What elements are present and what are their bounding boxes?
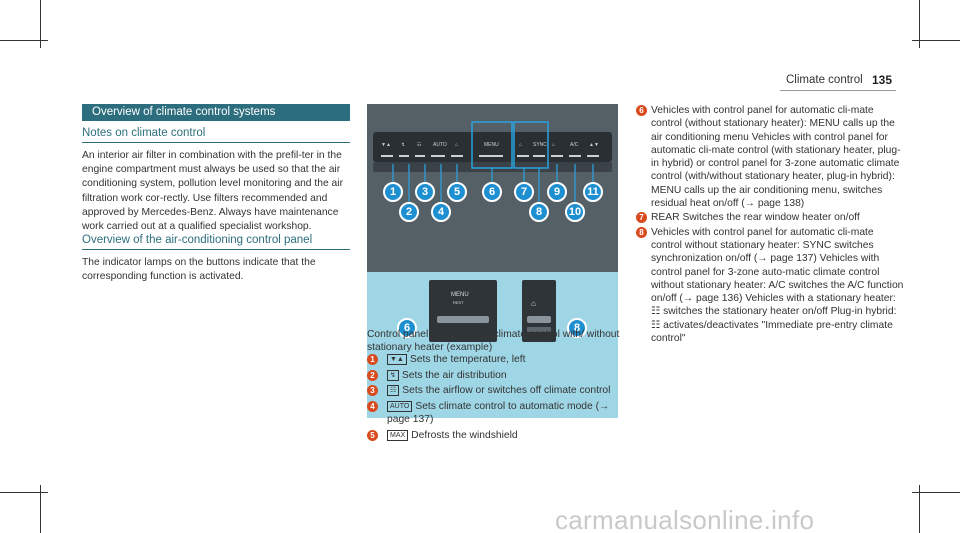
- callout-dot: 8: [636, 226, 647, 238]
- panel-heading: Overview of the air-conditioning control…: [82, 234, 313, 246]
- air-distribution-icon: ↯: [387, 369, 399, 381]
- running-header: Climate control: [786, 74, 863, 86]
- svg-text:SYNC: SYNC: [533, 142, 547, 148]
- svg-text:⌂: ⌂: [519, 142, 522, 148]
- callout-badge: 4: [431, 202, 451, 222]
- control-panel-figure: ▼▲ ↯ ☷ AUTO ⌂ MENU ⌂ SYNC ⌂ A/C ▲▼: [367, 104, 618, 418]
- legend-text: Vehicles with control panel for automati…: [651, 226, 904, 345]
- svg-text:AUTO: AUTO: [433, 142, 447, 148]
- menu-label: MENU: [451, 292, 469, 298]
- legend-text: Sets the airflow or switches off climate…: [402, 385, 611, 396]
- callout-dot: 5: [367, 429, 378, 441]
- panel-heading-rule: [82, 249, 350, 250]
- callout-dot: 2: [367, 369, 378, 381]
- callout-badge: 7: [514, 182, 534, 202]
- panel-paragraph: The indicator lamps on the buttons indic…: [82, 257, 316, 283]
- callout-badge: 5: [447, 182, 467, 202]
- defrost-icon: MAX: [387, 429, 409, 441]
- legend-text: Sets the temperature, left: [409, 354, 526, 365]
- crop-mark: [919, 0, 920, 48]
- legend-item: 8 Vehicles with control panel for automa…: [636, 226, 906, 346]
- control-panel-photo: ▼▲ ↯ ☷ AUTO ⌂ MENU ⌂ SYNC ⌂ A/C ▲▼: [367, 104, 618, 272]
- control-panel-detail: ⌂ MENU REST 6 8: [367, 272, 618, 418]
- crop-mark: [912, 492, 960, 493]
- crop-mark: [40, 485, 41, 533]
- notes-heading-rule: [82, 142, 350, 143]
- callout-badge: 8: [567, 318, 587, 338]
- legend-item: 3 ☷Sets the airflow or switches off clim…: [367, 384, 622, 398]
- legend-text: Vehicles with control panel for automati…: [651, 105, 901, 210]
- crop-mark: [919, 485, 920, 533]
- crop-mark: [0, 492, 48, 493]
- right-legend-list: 6 Vehicles with control panel for automa…: [636, 104, 906, 346]
- callout-badge: 6: [397, 318, 417, 338]
- svg-text:↯: ↯: [401, 142, 405, 148]
- legend-text: Sets the air distribution: [401, 369, 507, 381]
- crop-mark: [912, 40, 960, 41]
- notes-paragraph: An interior air filter in combination wi…: [82, 150, 344, 233]
- crop-mark: [40, 0, 41, 48]
- svg-text:⌂: ⌂: [531, 299, 536, 308]
- legend-item: 6 Vehicles with control panel for automa…: [636, 104, 906, 210]
- svg-text:MENU: MENU: [484, 142, 499, 148]
- callout-badge: 2: [399, 202, 419, 222]
- menu-sub-label: REST: [453, 300, 464, 305]
- callout-badge: 10: [565, 202, 585, 222]
- detail-illustration: ⌂: [429, 280, 556, 342]
- crop-mark: [0, 40, 48, 41]
- header-rule: [780, 90, 896, 91]
- callout-dot: 7: [636, 212, 647, 224]
- callout-dot: 1: [367, 354, 378, 365]
- legend-item: 1 ▼▲Sets the temperature, left: [367, 353, 622, 367]
- callout-badge: 11: [583, 182, 603, 202]
- auto-icon: AUTO: [387, 400, 413, 412]
- notes-heading: Notes on climate control: [82, 127, 206, 139]
- svg-text:▼▲: ▼▲: [381, 142, 391, 148]
- watermark: carmanualsonline.info: [555, 505, 815, 533]
- callout-badge: 9: [547, 182, 567, 202]
- section-title-bar: Overview of climate control systems: [82, 104, 350, 121]
- legend-text: Defrosts the windshield: [411, 429, 518, 441]
- callout-dot: 3: [367, 385, 378, 396]
- legend-item: 7 REAR Switches the rear window heater o…: [636, 211, 906, 224]
- svg-text:⌂: ⌂: [455, 142, 458, 148]
- callout-dot: 4: [367, 400, 378, 412]
- legend-item: 2 ↯Sets the air distribution: [367, 369, 622, 383]
- legend-list: 1 ▼▲Sets the temperature, left 2 ↯Sets t…: [367, 353, 622, 444]
- svg-text:☷: ☷: [417, 142, 422, 148]
- svg-text:A/C: A/C: [570, 142, 579, 148]
- page-number: 135: [872, 73, 893, 87]
- callout-badge: 3: [415, 182, 435, 202]
- figure-caption: Control panel for automatic climate cont…: [367, 329, 620, 353]
- legend-text: Sets climate control to automatic mode (…: [387, 400, 610, 426]
- callout-dot: 6: [636, 105, 647, 116]
- callout-badge: 1: [383, 182, 403, 202]
- legend-text: REAR Switches the rear window heater on/…: [651, 212, 860, 224]
- svg-text:⌂: ⌂: [552, 142, 555, 148]
- control-panel-illustration: ▼▲ ↯ ☷ AUTO ⌂ MENU ⌂ SYNC ⌂ A/C ▲▼: [367, 104, 618, 272]
- temperature-icon: ▼▲: [387, 354, 407, 365]
- callout-badge: 8: [529, 202, 549, 222]
- airflow-icon: ☷: [387, 385, 400, 396]
- svg-text:▲▼: ▲▼: [589, 142, 599, 148]
- callout-badge: 6: [482, 182, 502, 202]
